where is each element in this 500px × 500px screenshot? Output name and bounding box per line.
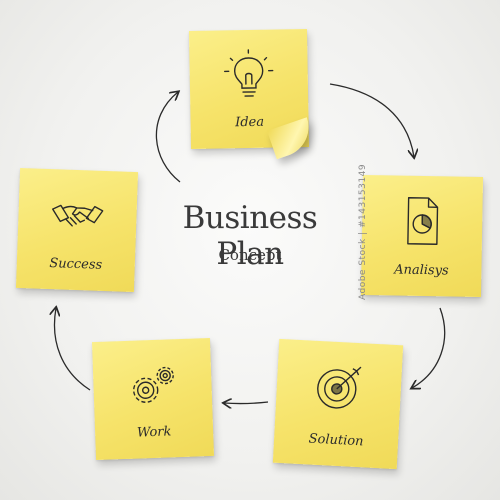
step-label-solution: Solution	[308, 431, 364, 450]
step-label-success: Success	[49, 256, 103, 273]
sticky-note-success: Success	[15, 167, 139, 293]
step-label-analysis: Analisys	[394, 262, 449, 279]
sticky-note-idea: Idea	[188, 28, 317, 160]
arrow-analysis-to-solution	[412, 307, 446, 388]
sticky-note-work: Work	[91, 337, 215, 461]
arrow-solution-to-work	[224, 402, 269, 404]
arrow-idea-to-analysis	[329, 83, 414, 157]
diagram-subtitle: Concept	[218, 246, 282, 264]
sticky-note-solution: Solution	[272, 338, 404, 470]
sticky-note-analysis: Analisys	[360, 174, 484, 298]
arrow-work-to-success	[54, 308, 91, 391]
side-caption: Adobe Stock | #143153149	[358, 163, 368, 300]
document-chart-icon	[407, 197, 439, 245]
arrow-success-to-idea	[155, 92, 181, 183]
lightbulb-icon	[223, 49, 274, 97]
handshake-icon	[52, 204, 104, 227]
gears-icon	[132, 366, 174, 403]
target-icon	[317, 366, 362, 409]
step-label-work: Work	[136, 424, 172, 441]
diagram-title: Business Plan	[182, 200, 318, 272]
